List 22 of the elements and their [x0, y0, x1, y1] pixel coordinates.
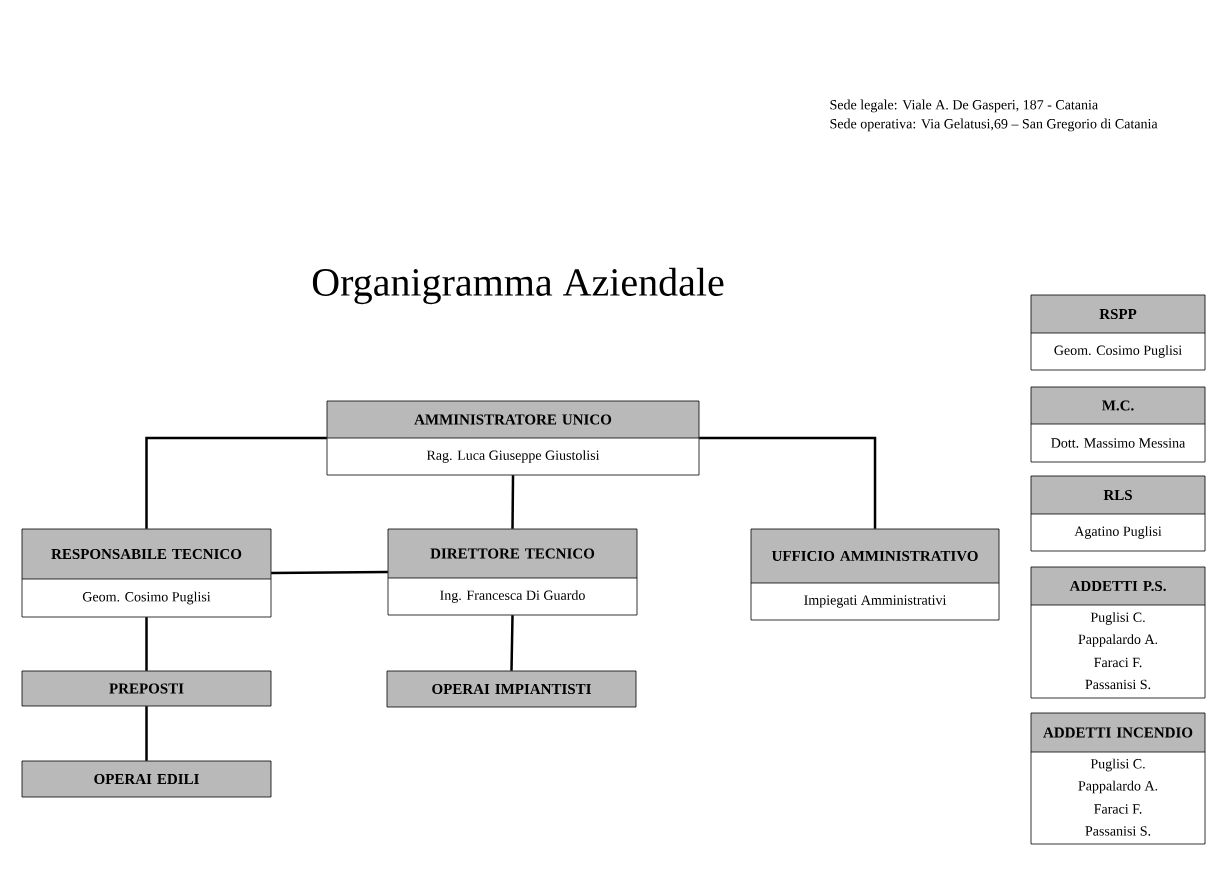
connector-line — [145, 706, 148, 761]
org-box: M.C. Dott. Massimo Messina — [1030, 386, 1206, 463]
org-box: ADDETTI P.S. Puglisi C. Pappalardo A. Faraci F. Passanisi S. — [1030, 566, 1206, 699]
org-box: OPERAI IMPIANTISTI — [386, 670, 637, 708]
org-box: RLS Agatino Puglisi — [1030, 475, 1206, 552]
connector-line — [510, 615, 514, 671]
address-text: Sede legale: Viale A. De Gasperi, 187 - Catania — [830, 99, 1098, 113]
address-text: Sede operativa: Via Gelatusi,69 – San Gregorio di Catania — [830, 118, 1158, 132]
org-box: UFFICIO AMMINISTRATIVO Impiegati Amministrativi — [750, 528, 1000, 621]
connector-line — [145, 617, 148, 671]
connector-line — [271, 570, 388, 575]
org-box: DIRETTORE TECNICO Ing. Francesca Di Guardo — [387, 528, 638, 616]
org-box: AMMINISTRATORE UNICO Rag. Luca Giuseppe Giustolisi — [326, 400, 700, 476]
title: Organigramma Aziendale — [312, 267, 724, 305]
connector-line — [145, 436, 327, 529]
org-box: PREPOSTI — [21, 670, 272, 707]
org-box: OPERAI EDILI — [21, 760, 272, 798]
org-box: ADDETTI INCENDIO Puglisi C. Pappalardo A. Faraci F. Passanisi S. — [1030, 712, 1206, 845]
connector-line — [511, 475, 515, 529]
connector-line — [699, 436, 877, 529]
org-box: RESPONSABILE TECNICO Geom. Cosimo Puglisi — [21, 528, 272, 618]
org-box: RSPP Geom. Cosimo Puglisi — [1030, 294, 1206, 371]
